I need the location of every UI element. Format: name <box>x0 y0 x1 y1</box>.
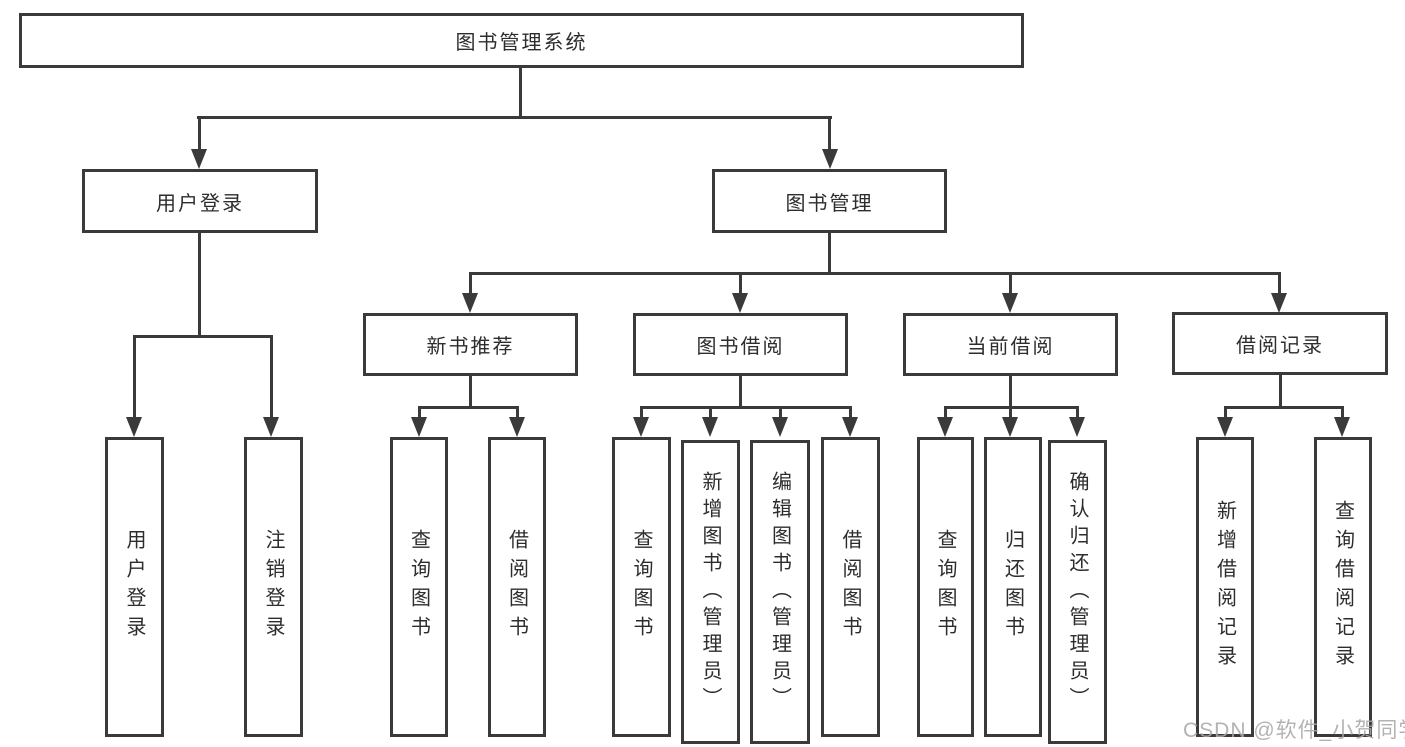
connector-arrow-stem <box>779 406 782 419</box>
connector-root-stem <box>519 68 522 118</box>
leaf-query-borrow-record: 查询借阅记录 <box>1314 437 1372 737</box>
leaf-add-books-admin: 新增图书（管理员） <box>681 440 740 744</box>
leaf-confirm-return-admin: 确认归还（管理员） <box>1048 440 1107 744</box>
connector-arrow-stem <box>1278 272 1281 295</box>
connector-arrow-stem <box>1341 406 1344 419</box>
node-root: 图书管理系统 <box>19 13 1024 68</box>
leaf-user-login: 用户登录 <box>105 437 164 737</box>
node-new-book-recommend: 新书推荐 <box>363 313 578 376</box>
connector-user-login-stem <box>198 233 201 337</box>
arrow-down-icon <box>411 417 427 437</box>
connector-arrow-stem <box>640 406 643 419</box>
node-current-borrowing: 当前借阅 <box>903 313 1118 376</box>
connector-split-recommend <box>418 406 519 409</box>
connector-arrow-stem <box>418 406 421 419</box>
connector-arrow-stem <box>516 406 519 419</box>
leaf-query-books-borrowing: 查询图书 <box>612 437 671 737</box>
connector-records-stem <box>1279 375 1282 408</box>
connector-split-level3 <box>469 272 1281 275</box>
node-book-borrowing: 图书借阅 <box>633 313 848 376</box>
connector-borrowing-stem <box>739 376 742 408</box>
arrow-down-icon <box>126 417 142 437</box>
connector-arrow-stem <box>739 272 742 295</box>
leaf-edit-books-admin: 编辑图书（管理员） <box>750 440 810 744</box>
arrow-down-icon <box>191 149 207 169</box>
leaf-return-books: 归还图书 <box>984 437 1042 737</box>
connector-arrow-stem <box>849 406 852 419</box>
arrow-down-icon <box>462 293 478 313</box>
arrow-down-icon <box>1069 417 1085 437</box>
arrow-down-icon <box>509 417 525 437</box>
connector-arrow-stem <box>198 116 201 150</box>
arrow-down-icon <box>1002 417 1018 437</box>
arrow-down-icon <box>1271 293 1287 313</box>
node-borrowing-records: 借阅记录 <box>1172 312 1388 375</box>
connector-split-level2 <box>197 116 832 119</box>
node-user-login: 用户登录 <box>82 169 318 233</box>
leaf-query-books-current: 查询图书 <box>917 437 974 737</box>
leaf-add-borrow-record: 新增借阅记录 <box>1196 437 1254 737</box>
connector-recommend-stem <box>469 376 472 408</box>
connector-arrow-stem <box>828 116 831 150</box>
connector-arrow-stem <box>1009 272 1012 295</box>
arrow-down-icon <box>633 417 649 437</box>
connector-arrow-stem <box>1224 406 1227 419</box>
arrow-down-icon <box>937 417 953 437</box>
arrow-down-icon <box>702 417 718 437</box>
arrow-down-icon <box>842 417 858 437</box>
connector-arrow-stem <box>133 335 136 419</box>
arrow-down-icon <box>822 149 838 169</box>
connector-arrow-stem <box>944 406 947 419</box>
connector-arrow-stem <box>270 335 273 419</box>
arrow-down-icon <box>772 417 788 437</box>
arrow-down-icon <box>1217 417 1233 437</box>
arrow-down-icon <box>1002 293 1018 313</box>
arrow-down-icon <box>263 417 279 437</box>
connector-book-mgmt-stem <box>828 233 831 274</box>
node-book-management: 图书管理 <box>712 169 947 233</box>
connector-split-user-login <box>133 335 273 338</box>
arrow-down-icon <box>732 293 748 313</box>
connector-split-borrowing <box>640 406 851 409</box>
connector-split-records <box>1224 406 1344 409</box>
connector-current-stem <box>1009 376 1012 408</box>
arrow-down-icon <box>1334 417 1350 437</box>
leaf-logout: 注销登录 <box>244 437 303 737</box>
connector-arrow-stem <box>1009 406 1012 419</box>
leaf-borrow-books-borrowing: 借阅图书 <box>821 437 880 737</box>
csdn-watermark: CSDN @软件_小贺同学 <box>1183 719 1405 742</box>
connector-arrow-stem <box>469 272 472 295</box>
connector-arrow-stem <box>1076 406 1079 419</box>
leaf-query-books-recommend: 查询图书 <box>390 437 448 737</box>
connector-arrow-stem <box>709 406 712 419</box>
leaf-borrow-books-recommend: 借阅图书 <box>488 437 546 737</box>
